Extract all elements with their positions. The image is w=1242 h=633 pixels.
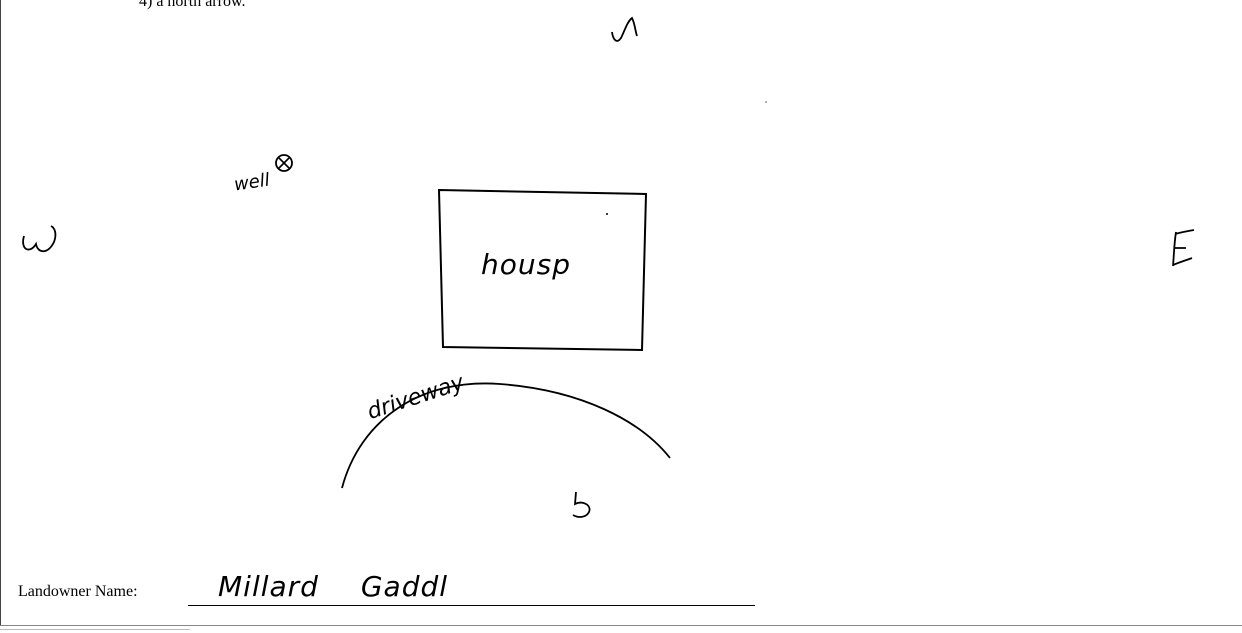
compass-west-label: W xyxy=(24,228,25,229)
house-mark-dot xyxy=(606,213,608,215)
compass-south-label: S xyxy=(574,492,575,493)
compass-east-label: E xyxy=(1174,232,1175,233)
house-label: housp xyxy=(481,248,571,281)
compass-north-label: N xyxy=(612,14,613,15)
south-mark xyxy=(572,491,591,518)
east-mark xyxy=(1172,229,1195,267)
north-mark xyxy=(611,16,638,42)
driveway-arc xyxy=(341,382,671,489)
landowner-name-line xyxy=(188,605,755,606)
page-border-bottom xyxy=(0,625,1242,626)
well-symbol-icon xyxy=(275,154,293,172)
page-border-left xyxy=(0,0,1,625)
landowner-name-signature: Millard Gaddl xyxy=(218,570,449,603)
instruction-north-arrow: 4) a north arrow. xyxy=(139,0,246,10)
landowner-name-label: Landowner Name: xyxy=(18,583,138,600)
house-outline xyxy=(437,188,648,352)
page-border-bottom-partial xyxy=(0,629,190,630)
west-mark xyxy=(22,225,57,253)
